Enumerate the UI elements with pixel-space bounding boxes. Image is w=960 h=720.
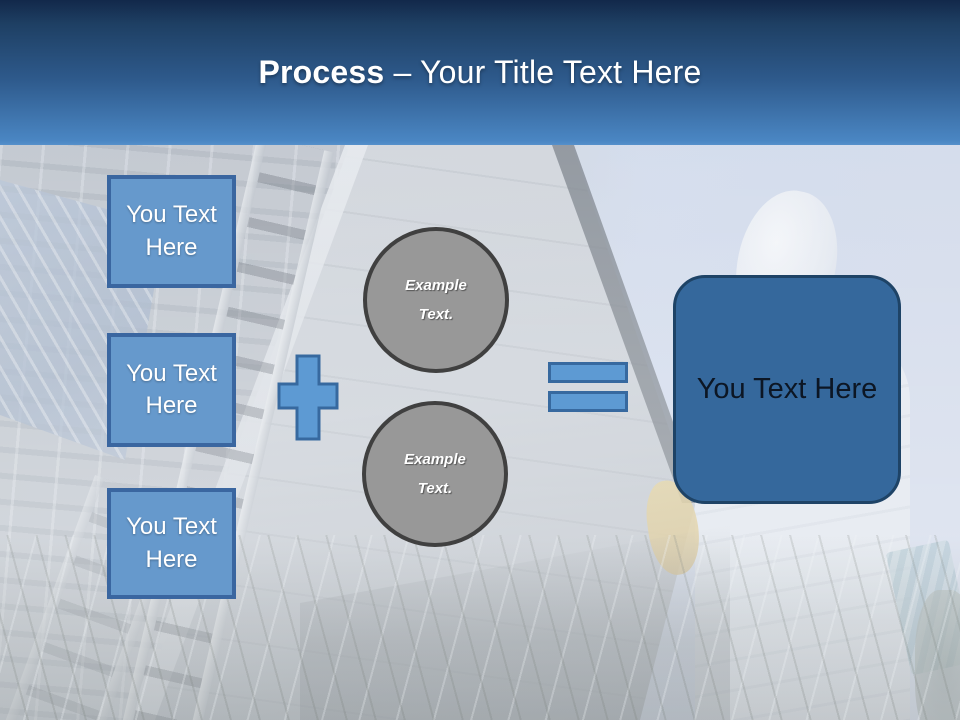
input-box-1-label: You Text Here	[126, 201, 217, 261]
input-box-3[interactable]: You Text Here	[107, 488, 236, 599]
slide-title: Process – Your Title Text Here	[258, 54, 701, 91]
input-box-3-label: You Text Here	[126, 513, 217, 573]
input-box-2-label: You Text Here	[126, 359, 217, 419]
process-circle-1-label: Example Text.	[405, 276, 467, 323]
equals-bar-top	[548, 362, 628, 383]
plus-icon[interactable]	[277, 354, 339, 441]
slide-header: Process – Your Title Text Here	[0, 0, 960, 145]
equals-bar-bottom	[548, 391, 628, 412]
input-box-1[interactable]: You Text Here	[107, 175, 236, 288]
process-circle-1[interactable]: Example Text.	[363, 227, 509, 373]
result-box-label: You Text Here	[696, 373, 878, 405]
equals-icon[interactable]	[548, 362, 628, 412]
input-box-2[interactable]: You Text Here	[107, 333, 236, 447]
title-subtitle: – Your Title Text Here	[393, 54, 702, 90]
process-circle-2[interactable]: Example Text.	[362, 401, 508, 547]
process-circle-2-label: Example Text.	[404, 450, 466, 497]
result-box[interactable]: You Text Here	[673, 275, 901, 504]
title-keyword: Process	[258, 54, 385, 90]
bush	[915, 590, 960, 720]
